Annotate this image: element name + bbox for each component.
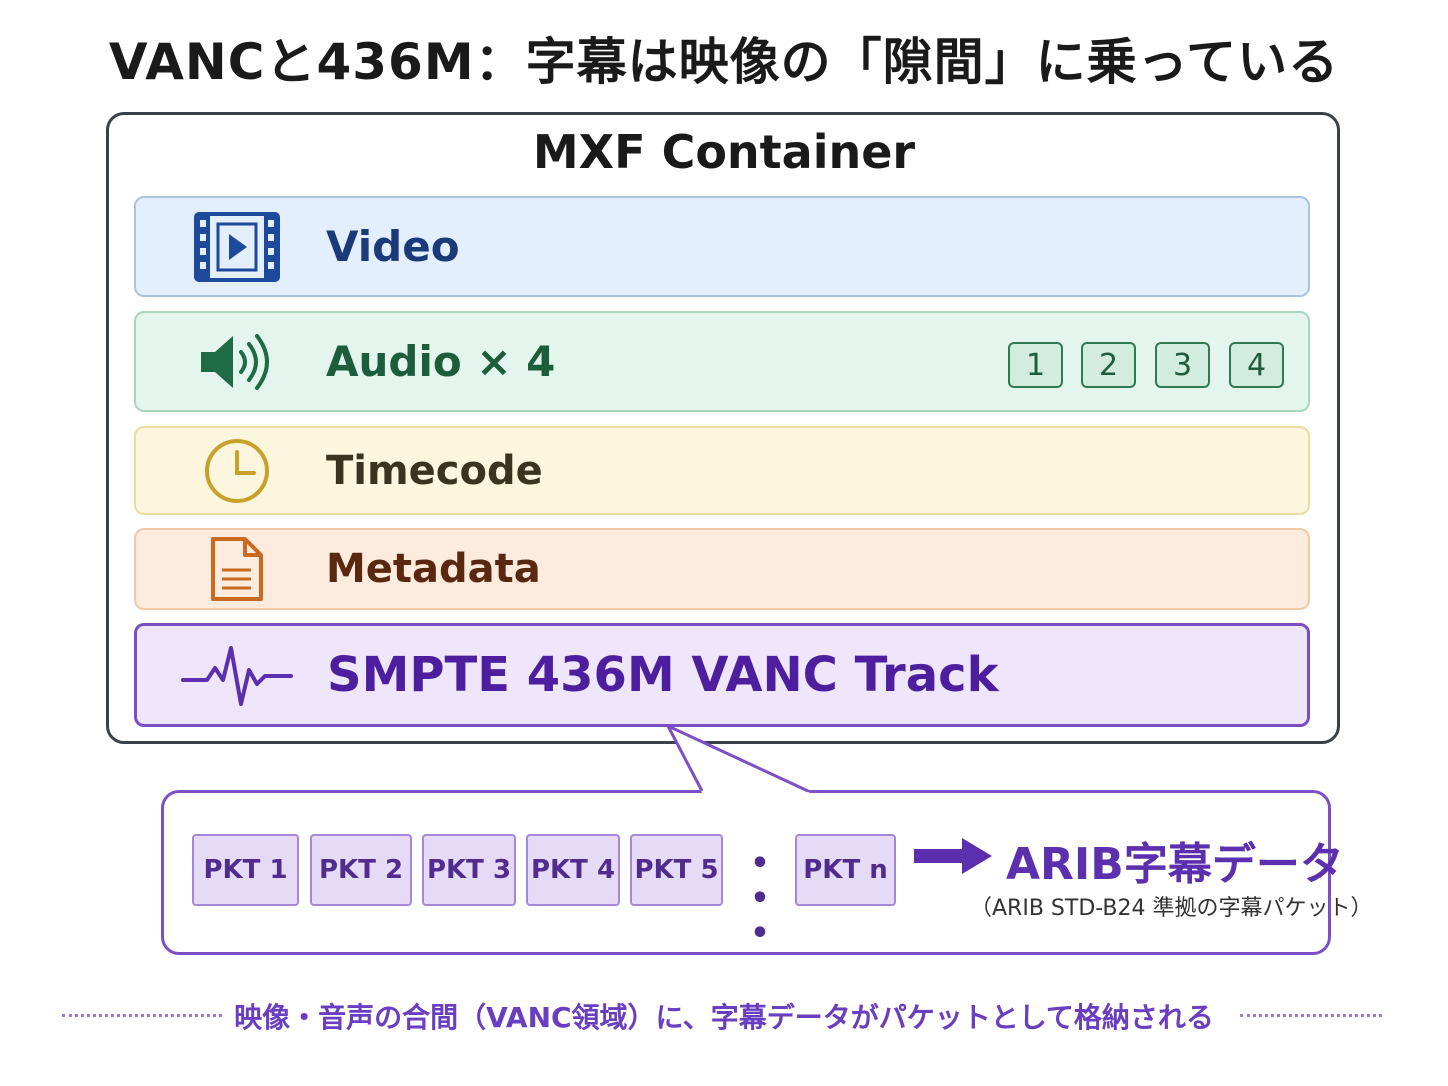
container-title: MXF Container xyxy=(532,125,916,179)
clock-icon xyxy=(192,428,282,513)
vanc-label: SMPTE 436M VANC Track xyxy=(327,647,999,703)
packet-ellipsis: • • • xyxy=(750,846,772,951)
page-title: VANCと436M：字幕は映像の「隙間」に乗っている xyxy=(108,33,1340,91)
arib-output-subtitle: （ARIB STD-B24 準拠の字幕パケット） xyxy=(970,896,1373,921)
caption-divider-right xyxy=(1240,1014,1382,1017)
film-play-icon xyxy=(192,198,282,295)
waveform-icon xyxy=(177,626,297,724)
metadata-label: Metadata xyxy=(326,546,541,592)
timecode-track: Timecode xyxy=(134,426,1310,515)
audio-channel-4: 4 xyxy=(1229,342,1284,388)
vanc-track: SMPTE 436M VANC Track xyxy=(134,623,1310,727)
arrow-right-icon xyxy=(914,838,992,874)
packet-1: PKT 1 xyxy=(192,834,299,906)
timecode-label: Timecode xyxy=(326,447,543,494)
packet-n: PKT n xyxy=(795,834,896,906)
caption: 映像・音声の合間（VANC領域）に、字幕データがパケットとして格納される xyxy=(234,1001,1214,1034)
metadata-track: Metadata xyxy=(134,528,1310,610)
arib-output-title: ARIB字幕データ xyxy=(1006,839,1344,890)
packet-2: PKT 2 xyxy=(310,834,412,906)
audio-channel-2: 2 xyxy=(1081,342,1136,388)
speaker-icon xyxy=(192,313,282,410)
caption-divider-left xyxy=(62,1014,222,1017)
audio-label: Audio × 4 xyxy=(326,337,556,386)
packet-4: PKT 4 xyxy=(526,834,620,906)
audio-track: Audio × 4 1 2 3 4 xyxy=(134,311,1310,412)
audio-channel-3: 3 xyxy=(1155,342,1210,388)
packet-3: PKT 3 xyxy=(422,834,516,906)
audio-channel-1: 1 xyxy=(1008,342,1063,388)
document-icon xyxy=(192,530,282,608)
video-label: Video xyxy=(326,222,460,271)
video-track: Video xyxy=(134,196,1310,297)
packet-5: PKT 5 xyxy=(630,834,723,906)
